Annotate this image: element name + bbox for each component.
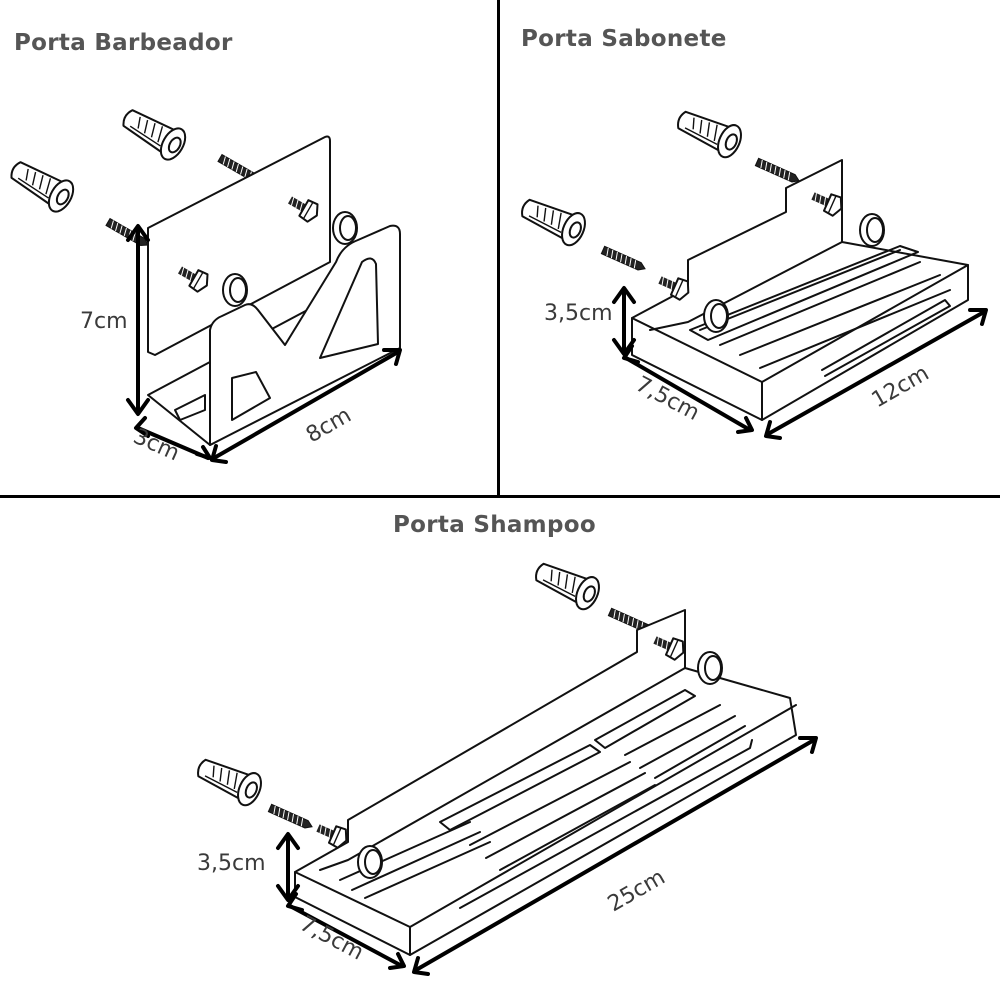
razor-width-label: 8cm — [302, 403, 356, 448]
soap-height-label: 3,5cm — [544, 301, 613, 326]
shampoo-holder-drawing — [191, 554, 818, 976]
shampoo-width-label: 25cm — [604, 865, 670, 917]
vertical-divider — [497, 0, 500, 498]
soap-holder-title: Porta Sabonete — [521, 26, 727, 52]
razor-depth-label: 3cm — [129, 424, 183, 466]
shampoo-height-label: 3,5cm — [197, 851, 266, 876]
shampoo-holder-title: Porta Shampoo — [393, 512, 596, 538]
soap-width-label: 12cm — [868, 361, 934, 413]
razor-height-label: 7cm — [80, 309, 128, 334]
razor-holder-title: Porta Barbeador — [14, 30, 233, 56]
razor-holder-drawing — [3, 100, 402, 464]
horizontal-divider — [0, 495, 1000, 498]
soap-holder-drawing — [515, 102, 988, 440]
